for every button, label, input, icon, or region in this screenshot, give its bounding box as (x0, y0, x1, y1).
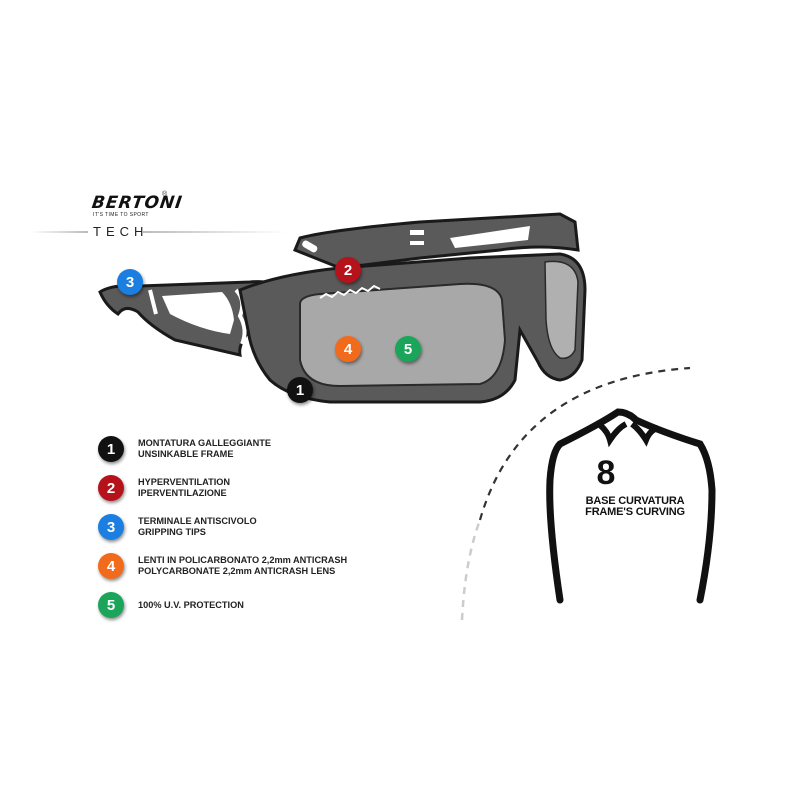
legend-text-line1: 100% U.V. PROTECTION (138, 599, 244, 610)
legend-text-line2: UNSINKABLE FRAME (138, 449, 234, 459)
brand-sub-label: TECH (93, 224, 149, 239)
legend-text-line1: HYPERVENTILATION (138, 477, 231, 487)
feature-legend: 1 MONTATURA GALLEGGIANTE UNSINKABLE FRAM… (98, 436, 398, 631)
callout-badge-4: 4 (335, 336, 361, 362)
legend-item-2: 2 HYPERVENTILATION IPERVENTILAZIONE (98, 475, 398, 501)
callout-badge-1: 1 (287, 377, 313, 403)
curvature-value: 8 (596, 454, 616, 492)
divider-line-right (142, 231, 287, 233)
legend-text-line2: POLYCARBONATE 2,2mm ANTICRASH LENS (138, 566, 336, 576)
callout-badge-3: 3 (117, 269, 143, 295)
legend-item-4: 4 LENTI IN POLICARBONATO 2,2mm ANTICRASH… (98, 553, 398, 579)
legend-text-line2: GRIPPING TIPS (138, 527, 206, 537)
registered-mark: ® (162, 191, 168, 198)
legend-badge-5: 5 (98, 592, 124, 618)
curvature-arc-icon (478, 366, 691, 521)
legend-text-line1: TERMINALE ANTISCIVOLO (138, 516, 257, 526)
legend-text-line1: MONTATURA GALLEGGIANTE (138, 438, 272, 448)
callout-badge-5: 5 (395, 336, 421, 362)
legend-text-line2: IPERVENTILAZIONE (138, 488, 227, 498)
brand-tagline: IT'S TIME TO SPORT (93, 212, 149, 218)
legend-badge-2: 2 (98, 475, 124, 501)
legend-text-line1: LENTI IN POLICARBONATO 2,2mm ANTICRASH (138, 555, 348, 565)
legend-item-3: 3 TERMINALE ANTISCIVOLO GRIPPING TIPS (98, 514, 398, 540)
legend-badge-4: 4 (98, 553, 124, 579)
curvature-label-line2: FRAME'S CURVING (585, 506, 685, 518)
curvature-label-line1: BASE CURVATURA (585, 495, 685, 507)
divider-line-left (30, 231, 88, 233)
legend-item-5: 5 100% U.V. PROTECTION (98, 592, 398, 618)
legend-badge-3: 3 (98, 514, 124, 540)
legend-badge-1: 1 (98, 436, 124, 462)
legend-item-1: 1 MONTATURA GALLEGGIANTE UNSINKABLE FRAM… (98, 436, 398, 462)
callout-badge-2: 2 (335, 257, 361, 283)
curvature-label: BASE CURVATURA FRAME'S CURVING (560, 496, 710, 518)
